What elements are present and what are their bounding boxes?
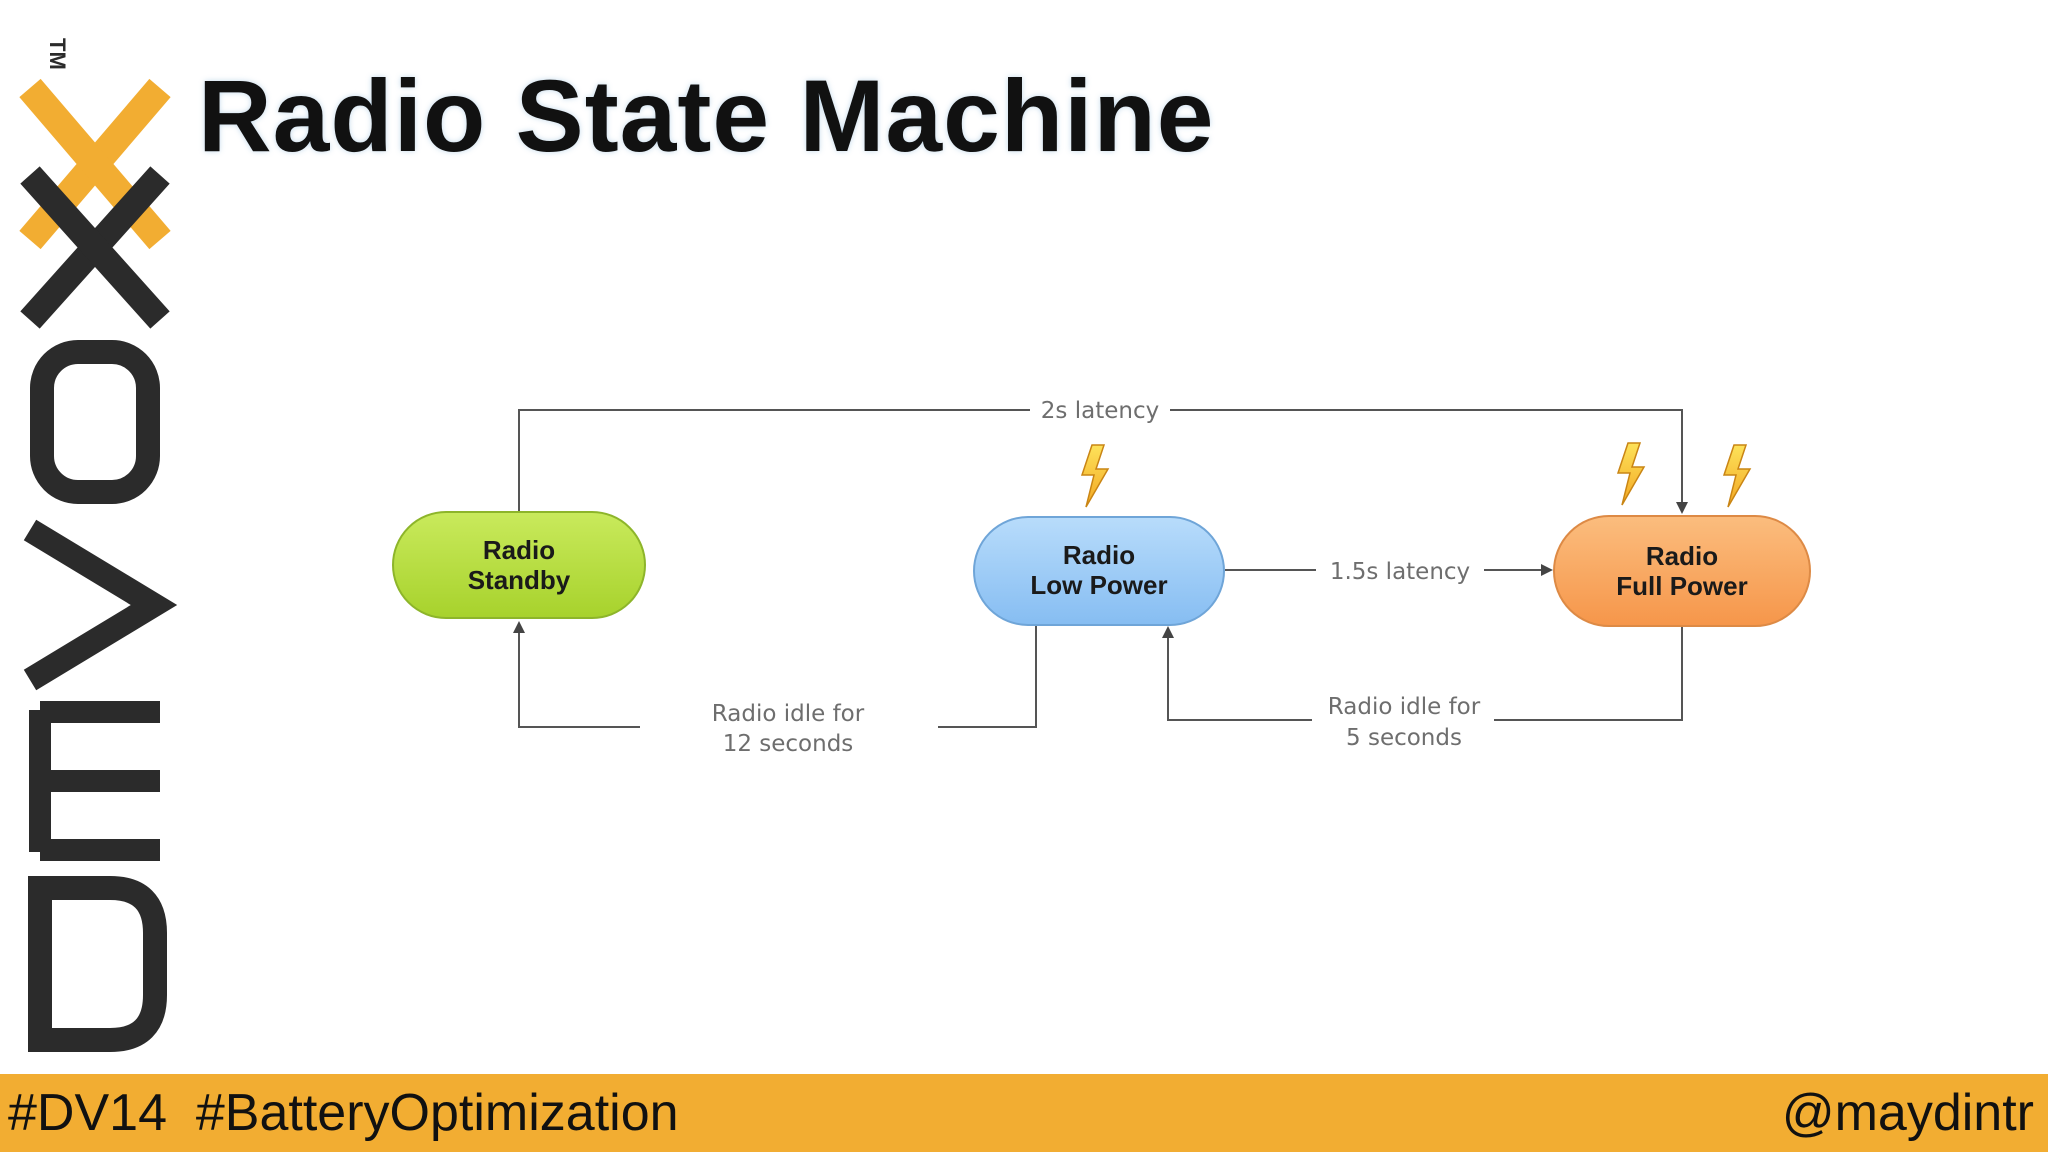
transition-standby-to-full-power: 2s latency (518, 398, 1688, 514)
state-radio-full-power: Radio Full Power (1553, 515, 1811, 627)
logo-letter-x-lower (20, 166, 170, 329)
trademark-mark: TM (45, 38, 70, 70)
logo-letter-o (30, 340, 160, 504)
devoxx-logo: TM (19, 38, 178, 1052)
transition-label-2s-latency: 2s latency (1041, 398, 1159, 424)
lightning-bolt-icon (1080, 444, 1110, 508)
transition-label-idle-12s-line2: 12 seconds (723, 731, 854, 757)
state-machine-diagram: 2s latency 1.5s latency Radio idle for 5… (392, 398, 1811, 757)
state-radio-standby: Radio Standby (392, 511, 646, 619)
footer-hashtags: #DV14 #BatteryOptimization (8, 1084, 679, 1142)
state-label-line1: Radio (1646, 541, 1718, 571)
logo-letter-v (23, 519, 178, 691)
footer-twitter-handle: @maydintr (1781, 1084, 2034, 1142)
state-label-line1: Radio (483, 535, 555, 565)
transition-low-power-to-full-power: 1.5s latency (1225, 559, 1553, 585)
state-label-line2: Full Power (1616, 571, 1747, 601)
state-label-line2: Standby (468, 565, 571, 595)
state-radio-low-power: Radio Low Power (973, 516, 1225, 626)
slide-title: Radio State Machine (198, 59, 1215, 173)
footer-bar: #DV14 #BatteryOptimization @maydintr (0, 1074, 2048, 1152)
transition-label-idle-12s-line1: Radio idle for (712, 701, 865, 727)
logo-letter-e (29, 701, 160, 861)
transition-low-power-to-standby: Radio idle for 12 seconds (513, 621, 1037, 757)
transition-full-power-to-low-power: Radio idle for 5 seconds (1162, 626, 1683, 751)
state-label-line1: Radio (1063, 540, 1135, 570)
lightning-bolt-icon (1616, 442, 1646, 506)
logo-letter-d (28, 876, 167, 1052)
lightning-bolt-icon (1722, 444, 1752, 508)
transition-label-1-5s-latency: 1.5s latency (1330, 559, 1470, 585)
state-label-line2: Low Power (1030, 570, 1167, 600)
transition-label-idle-5s-line1: Radio idle for (1328, 694, 1481, 720)
transition-label-idle-5s-line2: 5 seconds (1346, 725, 1462, 751)
